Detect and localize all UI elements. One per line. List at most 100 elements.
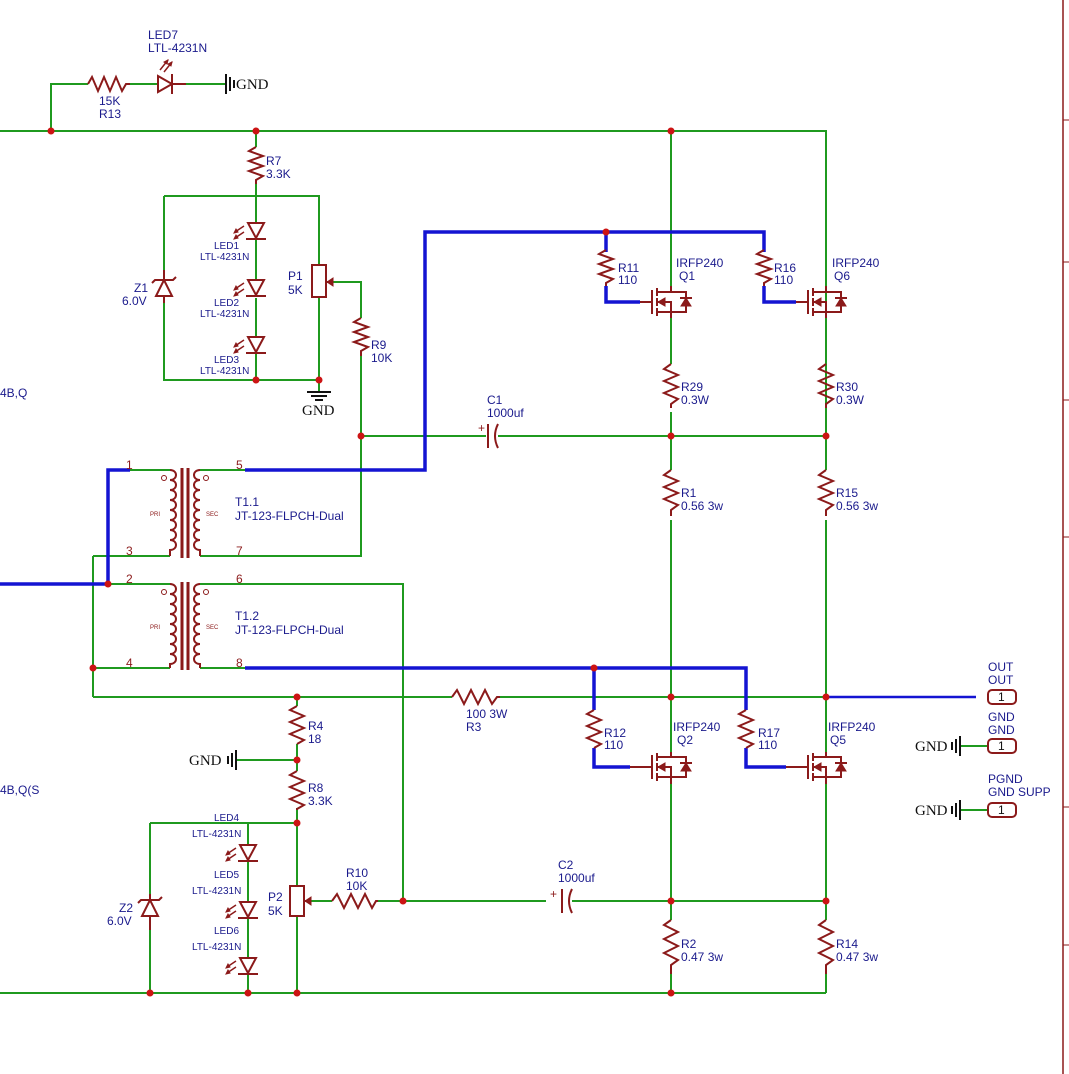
led6-diode[interactable] xyxy=(225,957,258,976)
q5-mosfet[interactable] xyxy=(786,752,847,784)
r29-resistor[interactable] xyxy=(661,363,681,408)
z1-zener[interactable] xyxy=(151,270,177,303)
labels: 4B,Q 4B,Q(S LED7 LTL-4231N 15K R13 GND R… xyxy=(0,28,1051,964)
r9-resistor[interactable] xyxy=(351,317,371,356)
c1-value: 1000uf xyxy=(487,406,524,420)
led1-diode[interactable] xyxy=(233,222,266,241)
p1-potentiometer[interactable] xyxy=(311,264,334,298)
r11-ref: R11 xyxy=(618,261,639,275)
t1-1-ref: T1.1 xyxy=(235,495,259,509)
led2-part: LTL-4231N xyxy=(200,309,249,320)
q5-part: IRFP240 xyxy=(828,720,876,734)
r1-value: 0.56 3w xyxy=(681,499,723,513)
led7-part: LTL-4231N xyxy=(148,41,207,55)
r13-resistor[interactable] xyxy=(87,74,130,94)
gnd-symbol-p1 xyxy=(307,391,331,401)
z2-value: 6.0V xyxy=(107,914,132,928)
gnd-label-led7: GND xyxy=(236,77,269,93)
r10-value: 10K xyxy=(346,879,367,893)
t1-2-pri: PRI xyxy=(150,625,160,631)
c1-capacitor[interactable]: + xyxy=(478,421,499,449)
conn-out-pin: 1 xyxy=(998,690,1005,704)
gnd-label-r4: GND xyxy=(189,753,222,769)
conn-gnd-header[interactable]: 1 xyxy=(987,738,1017,754)
svg-text:+: + xyxy=(550,887,557,901)
t1-2-pin-2: 2 xyxy=(126,572,133,586)
r15-resistor[interactable] xyxy=(816,469,836,516)
gnd-label-conn2: GND xyxy=(915,739,948,755)
r8-resistor[interactable] xyxy=(287,770,307,810)
led4-diode[interactable] xyxy=(225,844,258,863)
led4-ref: LED4 xyxy=(214,813,239,824)
t1-1-transformer[interactable] xyxy=(161,468,209,558)
c1-ref: C1 xyxy=(487,393,503,407)
r17-resistor[interactable] xyxy=(736,709,756,749)
r10-resistor[interactable] xyxy=(331,891,378,911)
q1-mosfet[interactable] xyxy=(640,286,692,318)
r30-resistor[interactable] xyxy=(816,363,836,408)
t1-2-transformer[interactable] xyxy=(161,582,209,670)
p2-potentiometer[interactable] xyxy=(289,885,312,917)
led7-ref: LED7 xyxy=(148,28,178,42)
p2-value: 5K xyxy=(268,904,283,918)
r7-ref: R7 xyxy=(266,154,282,168)
r1-resistor[interactable] xyxy=(661,469,681,516)
r3-resistor[interactable] xyxy=(451,687,500,707)
t1-1-pin-5: 5 xyxy=(236,458,243,472)
junctions xyxy=(47,127,830,997)
gnd-label-conn3: GND xyxy=(915,803,948,819)
c2-value: 1000uf xyxy=(558,871,595,885)
r16-resistor[interactable] xyxy=(754,249,774,286)
q2-ref: Q2 xyxy=(677,733,693,747)
led3-ref: LED3 xyxy=(214,355,239,366)
led5-diode[interactable] xyxy=(225,901,258,920)
r17-ref: R17 xyxy=(758,726,780,740)
led5-ref: LED5 xyxy=(214,870,239,881)
r3-value: 100 3W xyxy=(466,707,508,721)
r4-ref: R4 xyxy=(308,719,324,733)
led3-part: LTL-4231N xyxy=(200,366,249,377)
r12-resistor[interactable] xyxy=(584,709,604,749)
gnd-symbol-led7 xyxy=(225,74,235,94)
r14-resistor[interactable] xyxy=(816,919,836,974)
r17-value: 110 xyxy=(758,738,777,752)
led6-part: LTL-4231N xyxy=(192,942,241,953)
r4-value: 18 xyxy=(308,732,322,746)
r9-ref: R9 xyxy=(371,338,387,352)
r12-ref: R12 xyxy=(604,726,626,740)
r11-resistor[interactable] xyxy=(596,249,616,286)
conn-out-header[interactable]: 1 xyxy=(987,689,1017,705)
t1-2-part: JT-123-FLPCH-Dual xyxy=(235,623,344,637)
led2-diode[interactable] xyxy=(233,279,266,298)
left-label-upper: 4B,Q xyxy=(0,386,27,400)
t1-2-pin-6: 6 xyxy=(236,572,243,586)
led3-diode[interactable] xyxy=(233,336,266,355)
led7-diode[interactable] xyxy=(157,59,186,94)
r16-ref: R16 xyxy=(774,261,796,275)
t1-1-pin-3: 3 xyxy=(126,544,133,558)
r2-resistor[interactable] xyxy=(661,919,681,974)
q5-ref: Q5 xyxy=(830,733,846,747)
z1-ref: Z1 xyxy=(134,281,148,295)
conn-out-net: OUT xyxy=(988,673,1014,687)
r7-value: 3.3K xyxy=(266,167,291,181)
r13-value: 15K xyxy=(99,94,120,108)
z2-zener[interactable] xyxy=(137,894,163,930)
r7-resistor[interactable] xyxy=(246,146,266,184)
r8-value: 3.3K xyxy=(308,794,333,808)
conn-out-name: OUT xyxy=(988,660,1014,674)
q6-mosfet[interactable] xyxy=(796,286,847,318)
r11-value: 110 xyxy=(618,273,637,287)
conn-pgnd-header[interactable]: 1 xyxy=(987,802,1017,818)
r4-resistor[interactable] xyxy=(287,705,307,745)
c2-ref: C2 xyxy=(558,858,574,872)
q2-mosfet[interactable] xyxy=(630,752,692,784)
c2-capacitor[interactable]: + xyxy=(550,887,573,914)
led5-part: LTL-4231N xyxy=(192,886,241,897)
z1-value: 6.0V xyxy=(122,294,147,308)
t1-2-pin-8: 8 xyxy=(236,656,243,670)
conn-gnd-pin: 1 xyxy=(998,739,1005,753)
t1-1-part: JT-123-FLPCH-Dual xyxy=(235,509,344,523)
r1-ref: R1 xyxy=(681,486,697,500)
led6-ref: LED6 xyxy=(214,926,239,937)
